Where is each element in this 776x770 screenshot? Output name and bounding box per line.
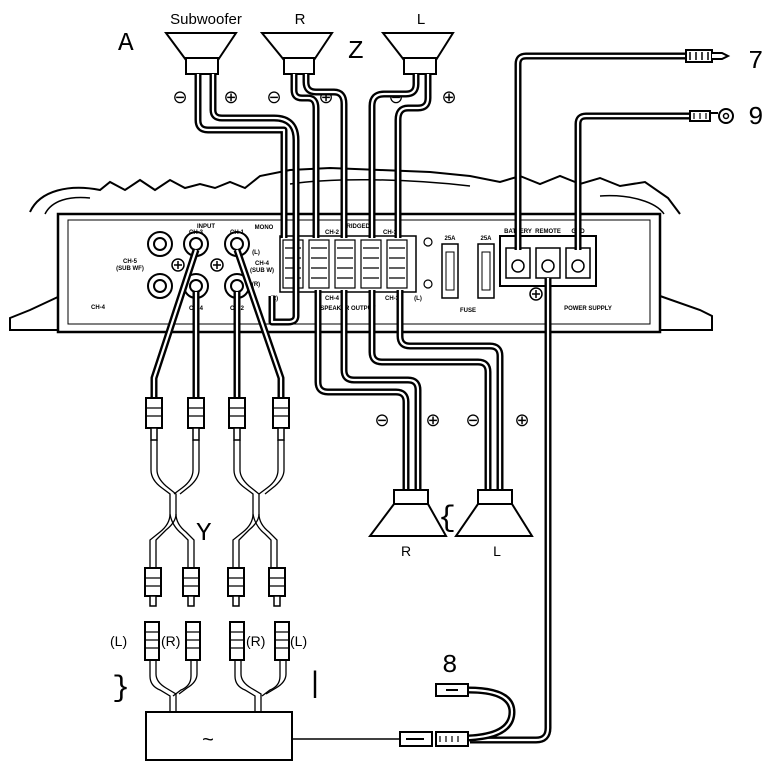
r-left-label: (R) <box>161 633 180 649</box>
right-bottom-speaker <box>368 489 448 537</box>
rca-plug <box>268 567 286 607</box>
minus-icon: ⊖ <box>374 410 389 430</box>
fuse-rating-1: 25A <box>444 236 456 242</box>
amplifier: INPUT CH-3 CH-1 CH-5 (SUB WF) CH-4 CH-4 … <box>9 166 713 334</box>
sub-w-label: (SUB W) <box>250 268 274 274</box>
plus-icon: ⊕ <box>441 87 456 107</box>
rca-plug <box>228 397 246 441</box>
l-small-label: (L) <box>252 250 260 256</box>
rca-socket <box>274 621 290 661</box>
top-speaker-wires <box>194 74 432 326</box>
minus-icon: ⊖ <box>172 87 187 107</box>
ground-ring-terminal <box>689 108 734 124</box>
l-top-label: L <box>417 11 425 28</box>
input-label: INPUT <box>197 224 215 230</box>
rca-plug <box>144 567 162 607</box>
plus-icon: ⊕ <box>514 410 529 430</box>
rca-plug <box>187 397 205 441</box>
left-top-speaker <box>380 32 455 75</box>
left-bottom-speaker <box>454 489 534 537</box>
rca-plug <box>227 567 245 607</box>
callout-8: 8 <box>442 650 458 680</box>
ch1-input-label: CH-1 <box>230 230 245 236</box>
ch5-label: CH-5 <box>123 259 138 265</box>
mono-label: MONO <box>255 225 274 231</box>
minus-icon: ⊖ <box>266 87 281 107</box>
rca-socket <box>229 621 245 661</box>
ch2-top-label: CH-2 <box>325 230 340 236</box>
battery-fuse-connector <box>685 49 731 63</box>
r-small-label: (R) <box>252 282 260 288</box>
ch1-top-label: CH-1 <box>383 230 398 236</box>
bottom-speaker-wires <box>314 290 504 492</box>
right-top-speaker <box>259 32 334 75</box>
ch3-bot-label: CH-3 <box>385 296 400 302</box>
rca-cables <box>144 248 290 712</box>
rca-socket <box>185 621 201 661</box>
head-unit-symbol: ~ <box>202 729 214 751</box>
subwoofer-label: Subwoofer <box>170 11 242 28</box>
rca-socket <box>144 621 160 661</box>
l-bottom-label: L <box>493 543 501 559</box>
speaker-output-label: SPEAKER OUTPUT <box>320 306 376 312</box>
rca-plug <box>145 397 163 441</box>
ch3-input-label: CH-3 <box>189 230 204 236</box>
fuse-block <box>441 243 495 299</box>
speaker-terminal-block <box>279 235 417 293</box>
remote-connector <box>399 683 469 747</box>
l-right-label: (L) <box>290 633 307 649</box>
head-unit <box>145 711 293 761</box>
brace-bottom: { <box>438 502 456 536</box>
callout-a: A <box>118 28 134 58</box>
r-top-label: R <box>295 11 306 28</box>
plus-icon: ⊕ <box>223 87 238 107</box>
remote-label: REMOTE <box>535 229 561 235</box>
r-right-label: (R) <box>246 633 265 649</box>
fuse-label: FUSE <box>460 308 476 314</box>
r-bottom-label: R <box>401 543 411 559</box>
subwoofer-speaker <box>164 32 238 75</box>
rca-plug <box>182 567 200 607</box>
callout-z: Z <box>348 36 364 66</box>
callout-9: 9 <box>748 102 764 132</box>
callout-7: 7 <box>748 46 764 76</box>
rca-plug <box>272 397 290 441</box>
callout-y: Y <box>196 518 212 548</box>
l-bot-label: (L) <box>414 296 422 302</box>
bar-mark: | <box>306 668 324 702</box>
plus-icon: ⊕ <box>425 410 440 430</box>
fuse-rating-2: 25A <box>480 236 492 242</box>
minus-icon: ⊖ <box>465 410 480 430</box>
ch4-side-label: CH-4 <box>91 305 106 311</box>
ch4-sub-label: CH-4 <box>255 261 270 267</box>
bridged-label: BRIDGED <box>342 224 370 230</box>
brace-left: } <box>112 672 130 706</box>
l-left-label: (L) <box>110 633 127 649</box>
power-wires <box>467 52 690 744</box>
ch4-bot-label: CH-4 <box>325 296 340 302</box>
sub-wf-label: (SUB WF) <box>116 266 144 272</box>
power-supply-label: POWER SUPPLY <box>564 306 612 312</box>
